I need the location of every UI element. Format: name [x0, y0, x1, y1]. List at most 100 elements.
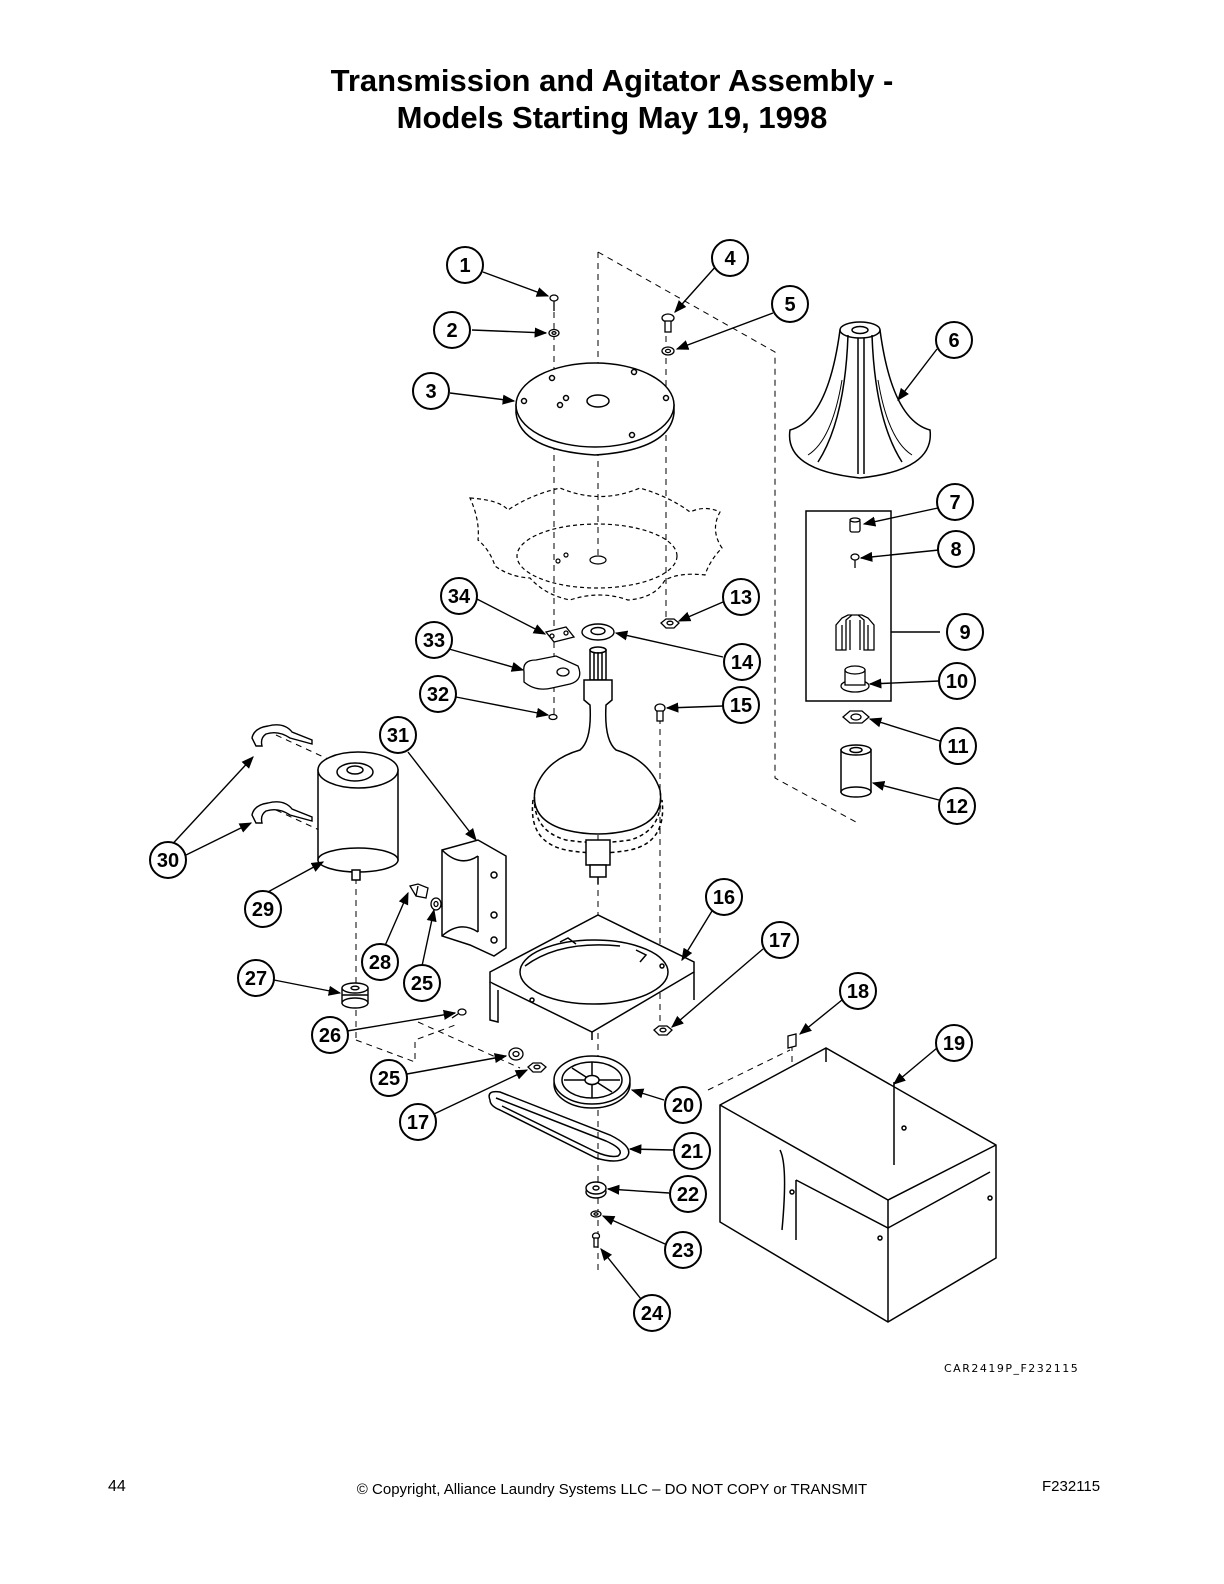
- parts-kit-box: [805, 510, 940, 702]
- callout-circle: [633, 1294, 671, 1332]
- part-22-hub: [585, 1181, 607, 1199]
- part-5-washer: [661, 346, 675, 356]
- callout-34: 34: [448, 586, 471, 608]
- part-16-base-frame: [489, 914, 695, 1040]
- callout-8: 8: [950, 539, 961, 561]
- callout-20: 20: [672, 1095, 694, 1117]
- callout-15: 15: [730, 695, 752, 717]
- part-20-pulley: [553, 1055, 631, 1109]
- callout-labels: 1 2 3 4 5 6 7 8 9 10 11 12 13 14 15 16 1…: [157, 248, 971, 1325]
- callout-33: 33: [423, 630, 445, 652]
- part-23-washer: [590, 1210, 602, 1218]
- callout-16: 16: [713, 887, 735, 909]
- callout-circle: [311, 1016, 349, 1054]
- callout-circle: [244, 890, 282, 928]
- callout-1: 1: [459, 255, 470, 277]
- page-title: Transmission and Agitator Assembly - Mod…: [0, 62, 1224, 136]
- callout-29: 29: [252, 899, 274, 921]
- callout-circle: [936, 483, 974, 521]
- callout-circle: [722, 578, 760, 616]
- callout-circle: [361, 943, 399, 981]
- transmission-body: [531, 646, 664, 884]
- callout-circle: [237, 959, 275, 997]
- callout-circle: [433, 311, 471, 349]
- leader-arrows: [165, 264, 941, 1300]
- callout-circle: [723, 643, 761, 681]
- callout-circles: [149, 239, 984, 1332]
- callout-circle: [446, 246, 484, 284]
- callout-circle: [403, 964, 441, 1002]
- callout-25: 25: [411, 973, 433, 995]
- callout-circle: [761, 921, 799, 959]
- part-21-belt: [488, 1090, 630, 1162]
- callout-32: 32: [427, 684, 449, 706]
- callout-circle: [419, 675, 457, 713]
- callout-circle: [673, 1132, 711, 1170]
- part-8-screw: [850, 553, 860, 568]
- part-10-bushing: [840, 665, 870, 693]
- part-6-agitator-cone: [788, 321, 931, 479]
- part-28-bolt: [408, 883, 429, 899]
- part-3-mounting-plate: [515, 362, 675, 456]
- part-24-screw: [591, 1232, 601, 1248]
- part-4-screw: [661, 313, 675, 333]
- callout-17: 17: [769, 930, 791, 952]
- part-30-clips: [251, 724, 313, 824]
- callout-circle: [669, 1175, 707, 1213]
- tub-outline: [469, 487, 723, 601]
- part-12-sleeve: [840, 744, 872, 798]
- part-18-clip: [787, 1033, 797, 1049]
- callout-circle: [415, 621, 453, 659]
- part-9-spline-drive: [835, 614, 875, 651]
- part-19-shield-box: [719, 1047, 997, 1323]
- callout-24: 24: [641, 1303, 664, 1325]
- part-7-cap: [849, 517, 861, 533]
- callout-circle: [771, 285, 809, 323]
- callout-21: 21: [681, 1141, 703, 1163]
- figure-code: CAR2419P_F232115: [944, 1362, 1080, 1375]
- part-31-motor-bracket: [441, 839, 507, 957]
- callout-circle: [938, 787, 976, 825]
- callout-14: 14: [731, 652, 754, 674]
- callout-28: 28: [369, 952, 391, 974]
- part-15-screw: [654, 703, 666, 722]
- callout-7: 7: [949, 492, 960, 514]
- part-14-seal: [581, 623, 615, 641]
- part-29-motor: [317, 751, 399, 881]
- part-1-screw: [549, 294, 559, 311]
- part-2-washer: [548, 328, 560, 338]
- title-line-2: Models Starting May 19, 1998: [396, 100, 828, 135]
- callout-circle: [370, 1059, 408, 1097]
- callout-3: 3: [425, 381, 436, 403]
- part-13-nut: [660, 618, 680, 629]
- callout-5: 5: [784, 294, 795, 316]
- callout-circle: [711, 239, 749, 277]
- callout-circle: [722, 686, 760, 724]
- page-number: 44: [108, 1478, 126, 1495]
- document-id: F232115: [1042, 1478, 1101, 1495]
- callout-30: 30: [157, 850, 179, 872]
- callout-26: 26: [319, 1025, 341, 1047]
- callout-circle: [149, 841, 187, 879]
- callout-10: 10: [946, 671, 968, 693]
- callout-2: 2: [446, 320, 457, 342]
- callout-circle: [440, 577, 478, 615]
- callout-11: 11: [947, 736, 968, 758]
- part-25-washer-b: [508, 1047, 524, 1061]
- callout-circle: [946, 613, 984, 651]
- callout-circle: [839, 972, 877, 1010]
- callout-4: 4: [724, 248, 736, 270]
- callout-circle: [664, 1231, 702, 1269]
- callout-circle: [412, 372, 450, 410]
- callout-31: 31: [387, 725, 409, 747]
- callout-19: 19: [943, 1033, 965, 1055]
- callout-circle: [937, 530, 975, 568]
- callout-circle: [935, 321, 973, 359]
- part-32-washer: [548, 713, 558, 721]
- part-34-bracket: [544, 626, 576, 643]
- part-11-nut: [842, 710, 870, 724]
- callout-circle: [379, 716, 417, 754]
- callout-circle: [938, 662, 976, 700]
- callout-25: 25: [378, 1068, 400, 1090]
